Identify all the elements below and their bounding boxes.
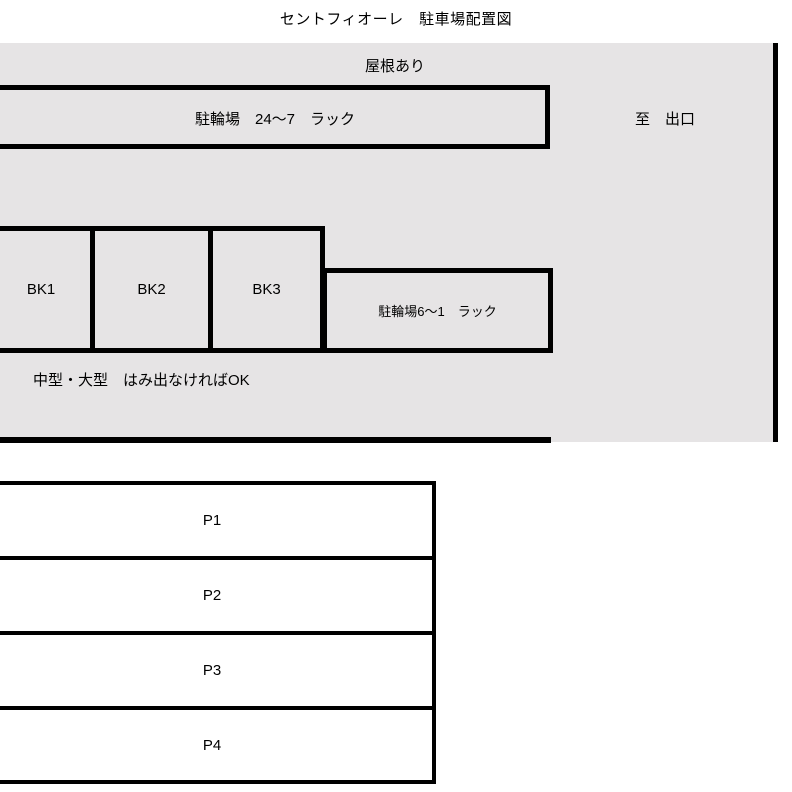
open-parking-stalls: P1 P2 P3 P4: [0, 481, 436, 784]
bike-stall-bk1: BK1: [0, 226, 95, 353]
exit-direction-label: 至 出口: [634, 111, 695, 128]
parking-stall-p1: P1: [0, 481, 436, 556]
parking-stall-p3: P3: [0, 631, 436, 706]
parking-stall-p4: P4: [0, 706, 436, 784]
parking-stall-p2: P2: [0, 556, 436, 631]
roof-label: 屋根あり: [364, 58, 425, 75]
bicycle-rack-24-7-label: 駐輪場 24〜7 ラック: [194, 111, 356, 128]
bike-stall-bk3: BK3: [213, 226, 325, 353]
covered-area-bottom-bar: [0, 437, 551, 443]
page-title: セントフィオーレ 駐車場配置図: [279, 11, 513, 28]
bicycle-rack-6-1-box: 駐輪場6〜1 ラック: [322, 268, 553, 353]
bike-stall-bk2: BK2: [95, 226, 213, 353]
bike-stall-row: BK1 BK2 BK3: [0, 226, 325, 353]
bicycle-rack-24-7-box: [0, 85, 550, 149]
vehicle-size-note: 中型・大型 はみ出なければOK: [33, 372, 250, 389]
